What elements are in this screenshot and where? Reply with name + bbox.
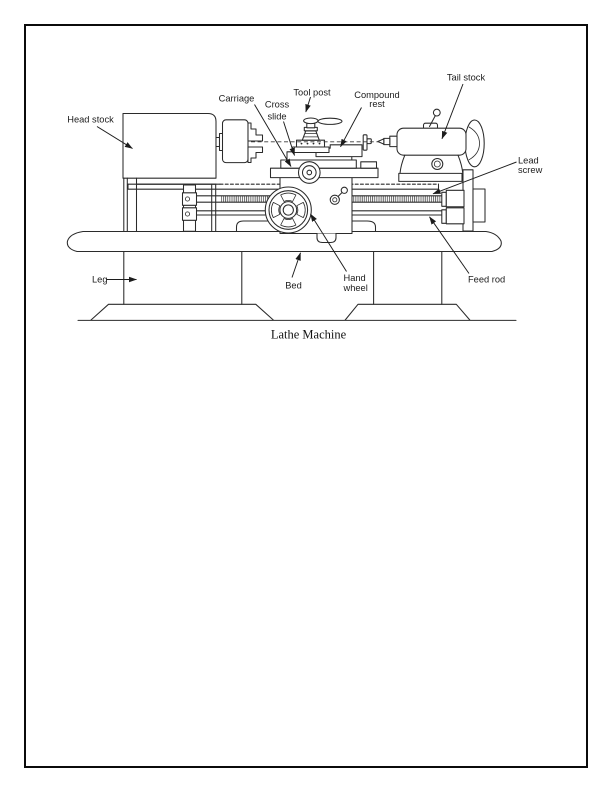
right-leg-shape bbox=[344, 250, 471, 321]
chuck-jaw-top bbox=[247, 122, 264, 142]
head-stock-shape bbox=[122, 112, 264, 232]
leader-arrows bbox=[96, 83, 517, 283]
leader-cross-slide bbox=[283, 121, 295, 156]
tailstock-lever-knob bbox=[432, 108, 441, 117]
label-lead-screw-line1: Lead bbox=[518, 156, 539, 166]
lead-screw-end-collar bbox=[441, 191, 447, 207]
left-leg-shape bbox=[90, 250, 274, 321]
label-tail-stock: Tail stock bbox=[447, 73, 486, 83]
leader-compound-rest bbox=[340, 107, 362, 148]
leader-carriage bbox=[254, 104, 292, 167]
leader-bed bbox=[291, 252, 301, 278]
page-border bbox=[24, 24, 588, 768]
hand-wheel-shape bbox=[264, 186, 312, 234]
chuck-jaw-bottom bbox=[247, 146, 264, 164]
compound-rest-shape bbox=[315, 134, 372, 158]
label-leg: Leg bbox=[92, 275, 108, 285]
tool-post-cap bbox=[303, 117, 319, 125]
tailstock-lock-lever bbox=[428, 114, 437, 128]
feed-rod-end-block bbox=[445, 207, 465, 225]
tool-post-cone bbox=[301, 130, 320, 141]
tail-stock-shape bbox=[377, 108, 504, 182]
tailstock-body bbox=[396, 127, 467, 156]
leader-lead-screw bbox=[432, 161, 517, 195]
label-tool-post: Tool post bbox=[293, 88, 331, 98]
bed-shape bbox=[66, 230, 502, 253]
dead-center-tip bbox=[377, 138, 385, 145]
leader-tool-post bbox=[305, 96, 311, 113]
right-end-bracket bbox=[441, 169, 486, 232]
saddle bbox=[269, 167, 379, 179]
leader-feed-rod bbox=[429, 216, 470, 274]
figure-caption: Lathe Machine bbox=[271, 328, 347, 342]
feed-rod-end-collar bbox=[441, 209, 447, 224]
bearing-bracket-column bbox=[181, 184, 198, 232]
label-head-stock: Head stock bbox=[67, 115, 114, 125]
leader-head-stock bbox=[96, 126, 133, 149]
label-lead-screw-line2: screw bbox=[518, 165, 543, 175]
compound-handle-nub bbox=[366, 138, 372, 145]
carriage-assembly bbox=[264, 117, 379, 244]
tailstock-clamp-ring bbox=[431, 157, 444, 171]
label-cross-slide-line1: Cross bbox=[265, 100, 290, 110]
tool-post-base bbox=[292, 146, 330, 154]
chuck-body bbox=[221, 119, 249, 164]
label-hand-wheel-line2: wheel bbox=[343, 283, 368, 293]
lathe-diagram: Head stock Carriage Cross slide Tool pos… bbox=[66, 73, 543, 342]
apron-feed-lever bbox=[329, 186, 348, 205]
leader-hand-wheel bbox=[310, 213, 347, 272]
apron-tab bbox=[316, 233, 337, 244]
label-compound-rest-line1: Compound bbox=[354, 90, 399, 100]
compound-handle bbox=[362, 134, 368, 151]
label-cross-slide-line2: slide bbox=[267, 112, 286, 122]
tailstock-spindle bbox=[383, 137, 391, 146]
compound-screw-block bbox=[360, 161, 378, 169]
chuck bbox=[215, 119, 264, 164]
label-bed: Bed bbox=[285, 281, 302, 291]
label-compound-rest-line2: rest bbox=[369, 99, 385, 109]
part-labels: Head stock Carriage Cross slide Tool pos… bbox=[67, 73, 542, 294]
tailstock-handwheel bbox=[464, 119, 485, 168]
label-carriage: Carriage bbox=[219, 94, 255, 104]
legs bbox=[77, 250, 517, 321]
tailstock-quill bbox=[389, 135, 398, 148]
label-feed-rod: Feed rod bbox=[468, 275, 505, 285]
leader-tail-stock bbox=[441, 83, 464, 140]
label-hand-wheel-line1: Hand bbox=[344, 273, 366, 283]
tailstock-base-plate bbox=[398, 172, 463, 182]
cross-feed-handwheel bbox=[297, 161, 321, 184]
lead-screw-end-block bbox=[445, 189, 465, 208]
tool-post-lever bbox=[317, 117, 343, 125]
